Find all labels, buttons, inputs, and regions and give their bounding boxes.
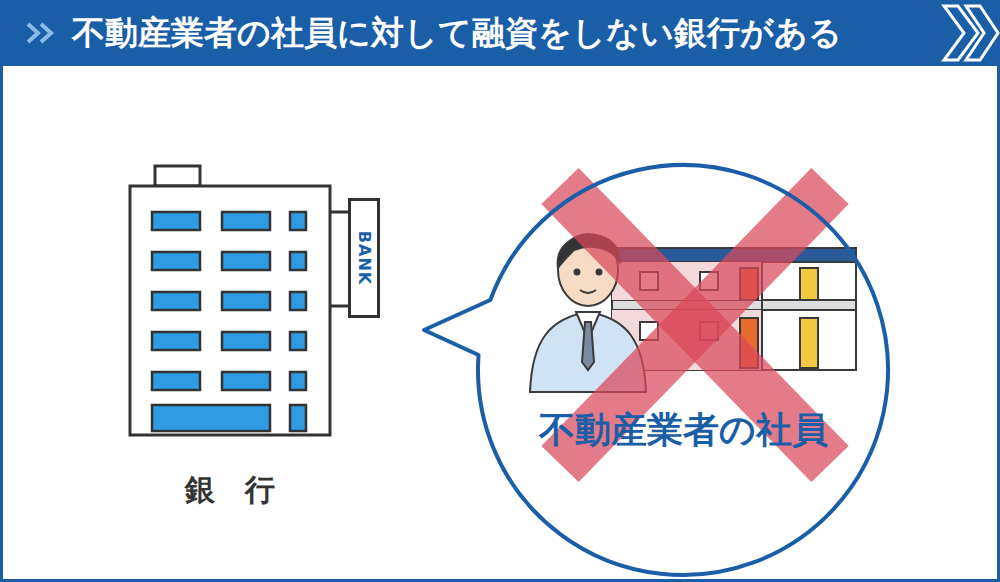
speech-bubble: 不動産業者の社員 [418,162,893,578]
left-chevrons [28,24,51,42]
bubble-path [424,165,888,575]
windows [152,212,306,390]
right-chevrons [944,6,998,60]
window [152,372,200,390]
door [800,318,818,368]
building-label: 銀 行 [185,470,275,511]
window [290,332,306,350]
entrance [152,405,270,431]
sign-arm [330,305,348,308]
window [152,252,200,270]
roof-box [155,166,200,186]
window [152,212,200,230]
chevron [28,24,38,42]
window [222,252,270,270]
side-door [290,405,306,431]
window [222,372,270,390]
bubble-text: 不動産業者の社員 [539,410,828,450]
eye [597,270,602,275]
window [290,252,306,270]
title: 不動産業者の社員に対して融資をしない銀行がある [72,0,842,66]
title-band [0,0,1000,66]
chevron [41,24,51,42]
sign-text: BANK [355,231,374,285]
bank-sign: BANK [348,198,380,318]
door [800,268,818,300]
window [290,372,306,390]
tie [582,322,594,370]
window [152,332,200,350]
window [290,292,306,310]
window [222,212,270,230]
sign-arm [330,211,348,214]
chevron [966,6,998,60]
building-body [130,186,330,435]
bank-building [130,166,348,435]
window [290,212,306,230]
eye [575,270,580,275]
window [222,292,270,310]
window [222,332,270,350]
bubble-outline [418,162,893,578]
window [152,292,200,310]
mouth [580,290,596,293]
